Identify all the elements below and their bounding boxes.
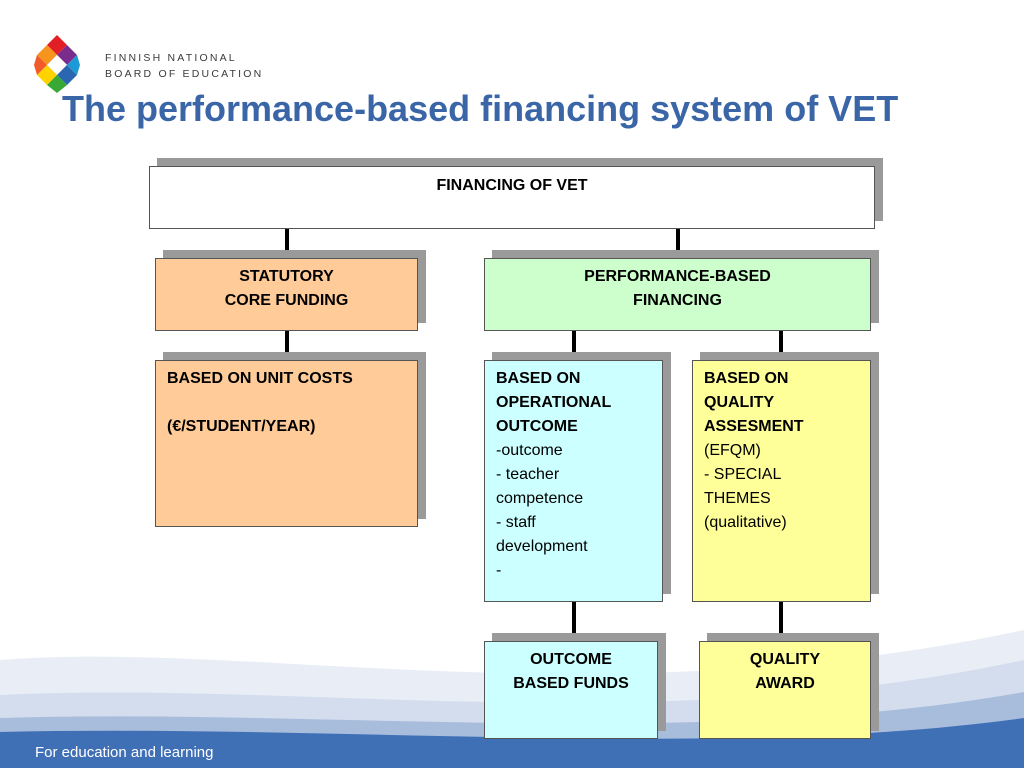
quality-heading-1: BASED ON — [704, 370, 789, 387]
operational-outcome-box: BASED ON OPERATIONAL OUTCOME -outcome - … — [484, 360, 663, 602]
unit-costs-line2: (€/STUDENT/YEAR) — [167, 418, 316, 435]
connector-performance-operational — [572, 331, 576, 360]
operational-heading-2: OPERATIONAL — [496, 394, 612, 411]
operational-heading-3: OUTCOME — [496, 418, 578, 435]
quality-item-1: (EFQM) — [704, 442, 761, 459]
quality-award-line1: QUALITY — [749, 651, 821, 668]
performance-line2: FINANCING — [633, 292, 722, 309]
connector-quality-award — [779, 601, 783, 641]
operational-item-5: development — [496, 538, 588, 555]
quality-item-3: THEMES — [704, 490, 771, 507]
connector-root-statutory — [285, 229, 289, 258]
connector-statutory-unitcosts — [285, 331, 289, 360]
unit-costs-box: BASED ON UNIT COSTS (€/STUDENT/YEAR) — [155, 360, 418, 527]
financing-of-vet-label: FINANCING OF VET — [436, 177, 588, 194]
quality-award-box: QUALITY AWARD — [699, 641, 871, 739]
quality-heading-3: ASSESMENT — [704, 418, 804, 435]
operational-item-6: - — [496, 562, 502, 579]
org-name-line2: BOARD OF EDUCATION — [105, 68, 264, 80]
quality-item-2: - SPECIAL — [704, 466, 782, 483]
connector-operational-funds — [572, 601, 576, 641]
operational-item-1: -outcome — [496, 442, 563, 459]
outcome-funds-line1: OUTCOME — [530, 651, 612, 668]
operational-heading-1: BASED ON — [496, 370, 581, 387]
performance-based-financing-box: PERFORMANCE-BASED FINANCING — [484, 258, 871, 331]
operational-item-3: competence — [496, 490, 584, 507]
connector-root-performance — [676, 229, 680, 258]
outcome-funds-line2: BASED FUNDS — [513, 675, 629, 692]
quality-award-line2: AWARD — [755, 675, 815, 692]
quality-item-4: (qualitative) — [704, 514, 787, 531]
outcome-based-funds-box: OUTCOME BASED FUNDS — [484, 641, 658, 739]
footer-tagline: For education and learning — [35, 744, 214, 761]
diamond-logo-icon — [34, 35, 80, 93]
page-title: The performance-based financing system o… — [62, 88, 899, 129]
statutory-line1: STATUTORY — [239, 268, 334, 285]
performance-line1: PERFORMANCE-BASED — [584, 268, 771, 285]
connector-performance-quality — [779, 331, 783, 360]
operational-item-2: - teacher — [496, 466, 560, 483]
operational-item-4: - staff — [496, 514, 536, 531]
quality-heading-2: QUALITY — [704, 394, 775, 411]
financing-of-vet-box: FINANCING OF VET — [149, 166, 875, 229]
unit-costs-line1: BASED ON UNIT COSTS — [167, 370, 353, 387]
statutory-core-funding-box: STATUTORY CORE FUNDING — [155, 258, 418, 331]
quality-assessment-box: BASED ON QUALITY ASSESMENT (EFQM) - SPEC… — [692, 360, 871, 602]
org-name-line1: FINNISH NATIONAL — [105, 52, 237, 64]
statutory-line2: CORE FUNDING — [224, 292, 349, 309]
